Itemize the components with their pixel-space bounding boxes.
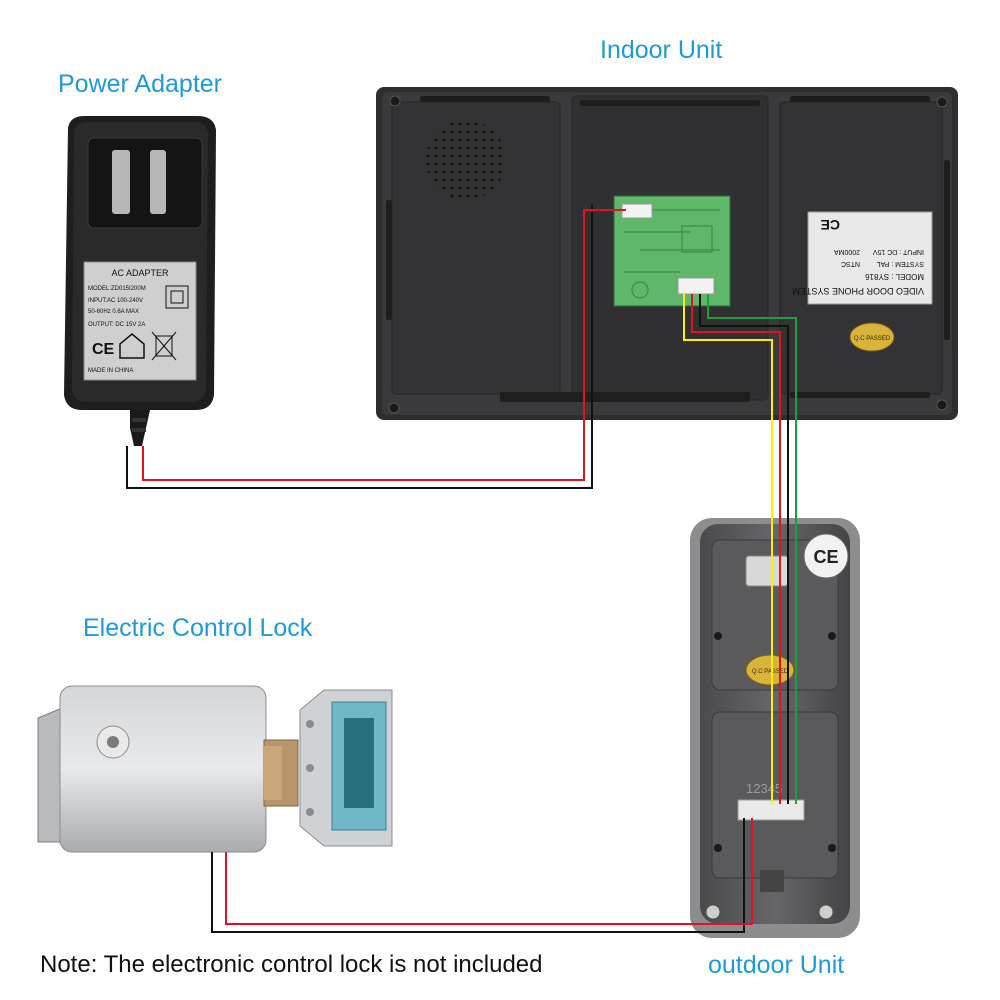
adapter-output: OUTPUT: DC 15V 2A	[88, 322, 145, 328]
sticker-input: INPUT : DC 15V	[872, 248, 924, 255]
qc-badge-icon: Q.C PASSED	[745, 654, 795, 686]
power-adapter-label: Power Adapter	[58, 70, 222, 98]
adapter-to-indoor-wires	[126, 204, 626, 489]
outdoor-unit: CE Q.C PASSED 12345	[690, 518, 860, 938]
weee-bin-icon	[151, 331, 177, 361]
speaker-grill	[426, 120, 506, 200]
sticker-title: VIDEO DOOR PHONE SYSTEM	[792, 286, 924, 296]
house-icon	[119, 333, 145, 359]
ce-badge-icon	[803, 533, 849, 579]
qc-badge-icon: Q.C PASSED	[849, 322, 895, 352]
outdoor-ce-mark: CE	[813, 547, 838, 567]
indoor-unit-label: Indoor Unit	[600, 36, 723, 64]
indoor-unit: VIDEO DOOR PHONE SYSTEM MODEL : SY816 SY…	[376, 87, 958, 420]
power-adapter: AC ADAPTER MODEL:ZD015I200M INPUT:AC 100…	[64, 116, 216, 446]
electric-lock-label: Electric Control Lock	[83, 614, 313, 642]
adapter-input-freq: 50-60Hz 0.6A MAX	[88, 309, 139, 315]
ce-mark-icon: CE	[92, 341, 115, 358]
outdoor-to-lock-wires	[211, 818, 753, 933]
adapter-input: INPUT:AC 100-240V	[88, 298, 143, 304]
adapter-model: MODEL:ZD015I200M	[88, 286, 146, 292]
adapter-title: AC ADAPTER	[111, 268, 169, 278]
electric-lock	[37, 685, 393, 853]
adapter-made-in: MADE IN CHINA	[88, 368, 133, 374]
svg-text:Q.C PASSED: Q.C PASSED	[854, 336, 891, 342]
sticker-ntsc: NTSC	[841, 260, 860, 267]
svg-text:Q.C PASSED: Q.C PASSED	[752, 669, 789, 675]
note-text: Note: The electronic control lock is not…	[40, 951, 543, 978]
sticker-current: 2000MA	[834, 248, 860, 255]
outdoor-unit-label: outdoor Unit	[708, 951, 845, 979]
indoor-spec-sticker	[807, 211, 933, 305]
sticker-model: MODEL : SY816	[865, 272, 924, 281]
sticker-system: SYSTEM : PAL	[877, 260, 924, 267]
indoor-to-outdoor-wires	[683, 294, 797, 804]
terminal-numbers: 12345	[746, 781, 782, 796]
ce-mark-icon: CE	[821, 217, 840, 233]
plug-icon	[87, 137, 203, 229]
